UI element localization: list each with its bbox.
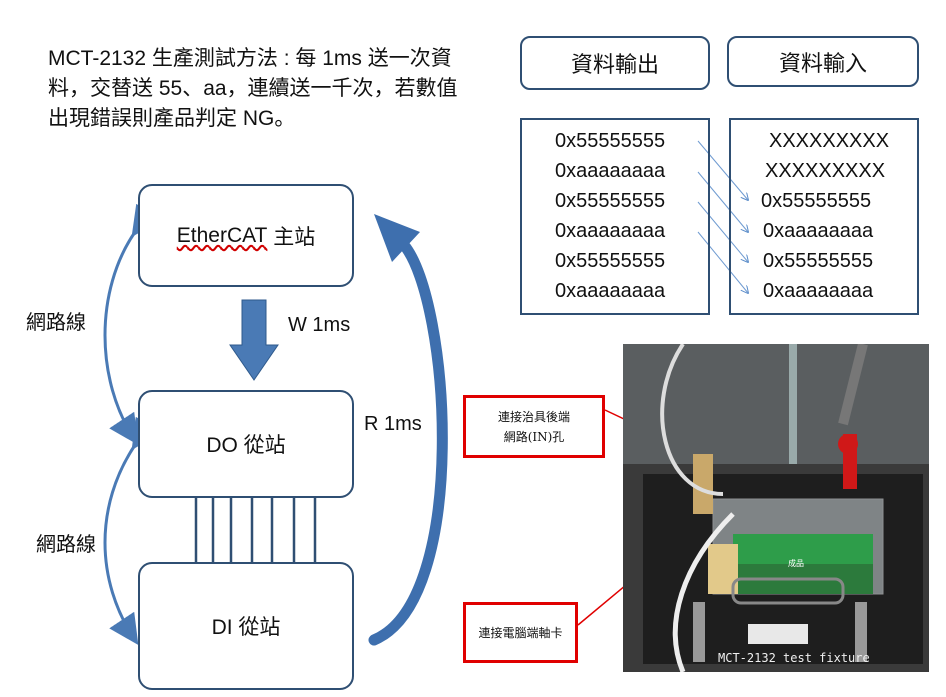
fixture-label: MCT-2132 test fixture (718, 651, 870, 665)
pc-card-callout: 連接電腦端軸卡 (463, 602, 578, 663)
output-row: 0x55555555 (555, 250, 666, 272)
di-slave-node: DI 從站 (138, 562, 354, 690)
master-suffix: 主站 (267, 225, 316, 249)
data-flow-arrows (697, 140, 748, 293)
cable-label-bottom: 網路線 (36, 534, 96, 556)
input-row: XXXXXXXXX (765, 160, 886, 182)
input-row: 0xaaaaaaaa (763, 280, 874, 302)
input-row: XXXXXXXXX (769, 130, 890, 152)
output-row: 0xaaaaaaaa (555, 220, 666, 242)
board-label: 成品 (788, 558, 804, 568)
cable-curve-bottom (103, 416, 161, 645)
input-data-box: XXXXXXXXX XXXXXXXXX 0x55555555 0xaaaaaaa… (729, 118, 919, 315)
write-down-arrow (229, 299, 279, 381)
input-header: 資料輸入 (727, 36, 919, 87)
input-row: 0xaaaaaaaa (763, 220, 874, 242)
output-row: 0x55555555 (555, 130, 666, 152)
read-label: R 1ms (364, 413, 422, 435)
fixture-illustration: 成品 MCT-2132 test fixture (623, 344, 929, 672)
test-method-description: MCT-2132 生產測試方法 : 每 1ms 送一次資料，交替送 55、aa，… (48, 47, 458, 130)
output-row: 0xaaaaaaaa (555, 160, 666, 182)
write-label: W 1ms (288, 314, 351, 336)
parallel-wires (194, 498, 317, 562)
master-prefix: EtherCAT (176, 223, 268, 247)
callout-line-1: 連接治具後端 (497, 409, 570, 424)
callout-line-2: 網路(IN)孔 (503, 429, 565, 444)
output-data-box: 0x55555555 0xaaaaaaaa 0x55555555 0xaaaaa… (520, 118, 710, 315)
output-row: 0x55555555 (555, 190, 666, 212)
input-row: 0x55555555 (761, 190, 872, 212)
cable-label-top: 網路線 (26, 312, 86, 334)
output-header: 資料輸出 (520, 36, 710, 90)
do-slave-node: DO 從站 (138, 390, 354, 498)
ethercat-master-node: EtherCAT 主站 (138, 184, 354, 287)
output-row: 0xaaaaaaaa (555, 280, 666, 302)
read-return-arrow (368, 239, 448, 646)
fixture-network-callout: 連接治具後端 網路(IN)孔 (463, 395, 605, 458)
cable-curve-top (103, 203, 161, 445)
input-row: 0x55555555 (763, 250, 874, 272)
test-fixture-photo: 成品 MCT-2132 test fixture (623, 344, 929, 672)
